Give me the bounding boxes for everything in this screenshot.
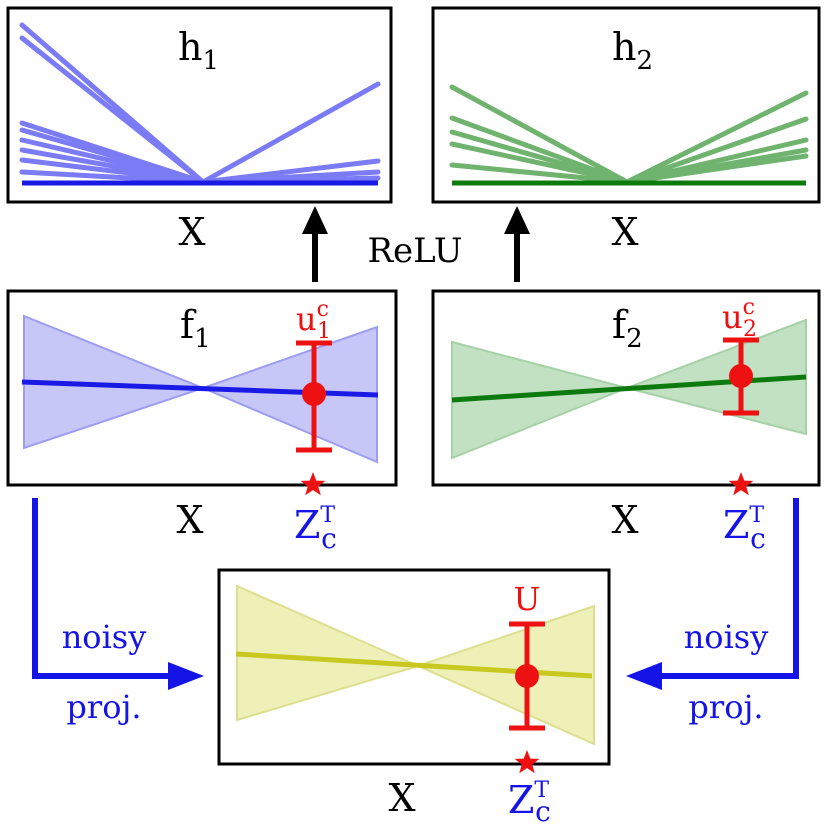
- h1-relu-lines: [19, 22, 381, 186]
- f2-title: f2: [612, 303, 643, 354]
- projection-arrow-right-line: [656, 498, 799, 679]
- projection-arrow-left-line: [32, 498, 175, 679]
- noisy-right-label: noisy: [684, 618, 769, 656]
- f1-estimate-point: [302, 382, 326, 406]
- u-axis-label: X: [388, 776, 415, 820]
- f1-axis-label: X: [176, 498, 203, 542]
- panel-h1-frame: [6, 6, 393, 204]
- h2-axis-label: X: [611, 210, 638, 254]
- star-icon: [300, 472, 326, 496]
- f2-estimate-point: [729, 364, 753, 388]
- relu-arrows: ReLU: [302, 206, 530, 282]
- h1-title: h1: [178, 25, 219, 76]
- u-label: U: [514, 580, 541, 618]
- f1-title: f1: [180, 303, 211, 354]
- arrow-up-icon: [302, 206, 328, 234]
- h1-axis-label: X: [178, 210, 205, 254]
- panel-h1: h1 X: [6, 6, 393, 254]
- arrow-up-icon: [504, 206, 530, 234]
- star-icon: [514, 750, 540, 774]
- h2-title: h2: [612, 25, 653, 76]
- f2-axis-label: X: [611, 498, 638, 542]
- u-estimate-point: [515, 664, 539, 688]
- arrow-right-icon: [168, 662, 204, 690]
- noisy-projection-right: noisy proj.: [626, 498, 799, 726]
- panel-h2: h2 X: [431, 6, 821, 254]
- noisy-left-label: noisy: [62, 618, 147, 656]
- noisy-projection-left: noisy proj.: [32, 498, 204, 726]
- relu-label: ReLU: [367, 231, 462, 271]
- star-icon: [728, 472, 754, 496]
- proj-left-label: proj.: [66, 688, 141, 726]
- arrow-left-icon: [626, 662, 662, 690]
- proj-right-label: proj.: [688, 688, 763, 726]
